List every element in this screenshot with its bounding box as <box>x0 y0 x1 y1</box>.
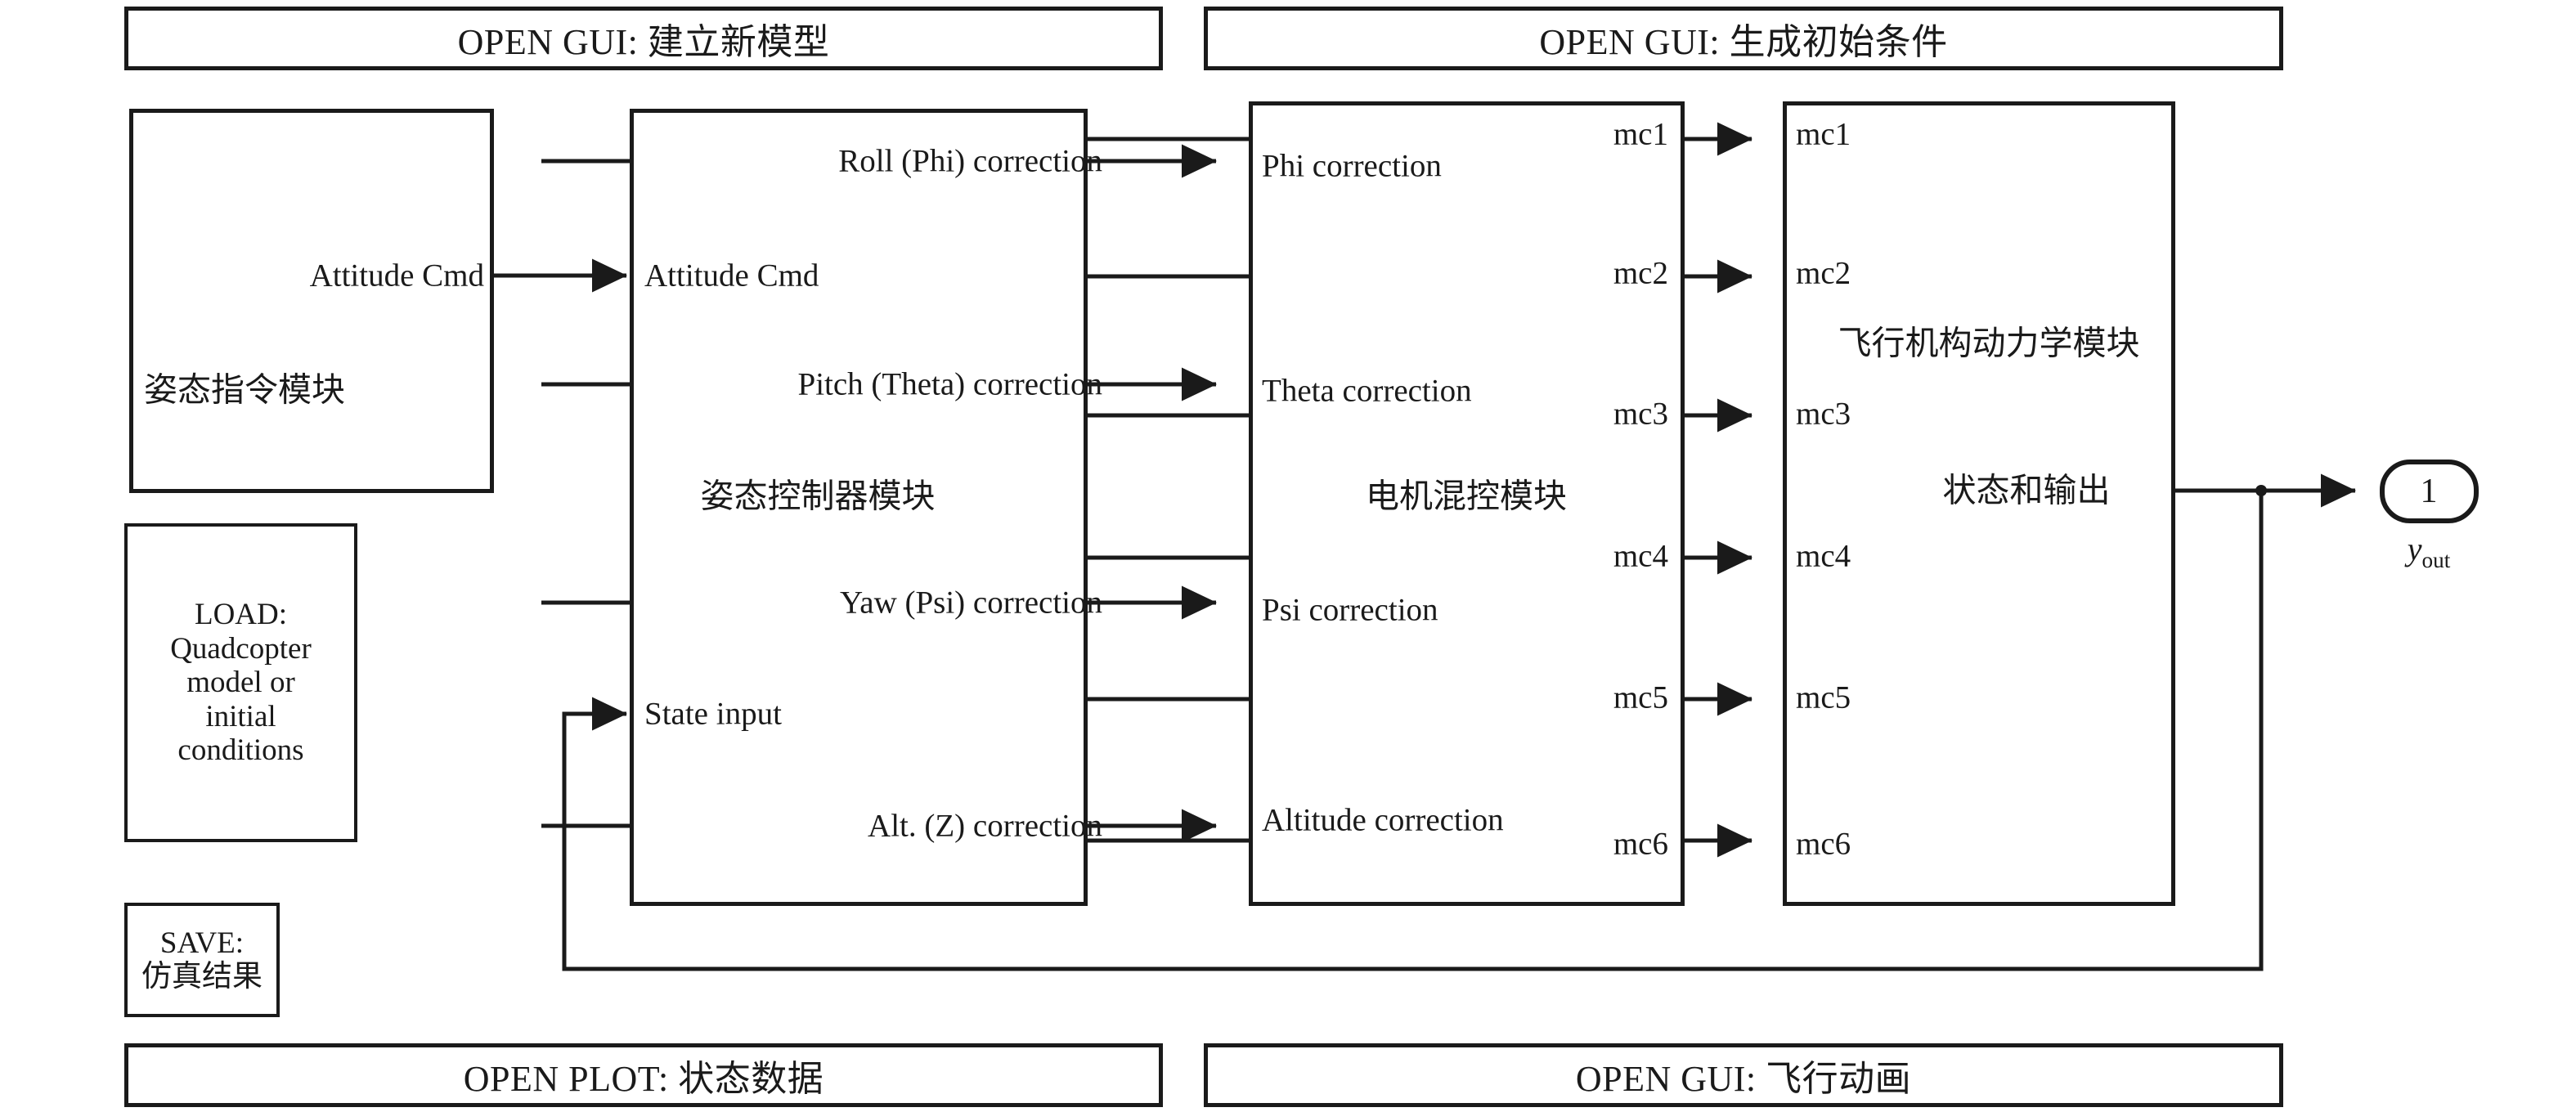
output-port-label-subscript: out <box>2421 548 2451 572</box>
port-label-mixer-out-mc1: mc1 <box>1613 116 1668 152</box>
port-label-dyn-in-mc6: mc6 <box>1796 826 1851 862</box>
output-port-number: 1 <box>2420 473 2438 510</box>
output-port-shape <box>2380 460 2479 523</box>
block-motor-mixer-name: 电机混控模块 <box>1366 477 1567 515</box>
banner-open-gui-initial-conditions[interactable]: OPEN GUI: 生成初始条件 <box>1204 7 2283 70</box>
block-attitude-command-name: 姿态指令模块 <box>144 370 345 409</box>
port-label-mixer-psi-correction: Psi correction <box>1262 592 1438 628</box>
banner-open-gui-new-model[interactable]: OPEN GUI: 建立新模型 <box>124 7 1163 70</box>
banner-open-plot-state-data-label: OPEN PLOT: 状态数据 <box>463 1059 824 1099</box>
port-label-state-input: State input <box>644 696 782 732</box>
port-label-dyn-in-mc2: mc2 <box>1796 255 1851 291</box>
tagbox-save-label: SAVE: 仿真结果 <box>141 926 263 993</box>
tagbox-load[interactable]: LOAD: Quadcopter model or initial condit… <box>124 523 357 842</box>
block-airframe-dynamics-name: 飞行机构动力学模块 <box>1838 324 2140 362</box>
port-label-mixer-out-mc5: mc5 <box>1613 679 1668 715</box>
port-label-mixer-phi-correction: Phi correction <box>1262 148 1442 184</box>
banner-open-gui-flight-animation-label: OPEN GUI: 飞行动画 <box>1575 1059 1912 1099</box>
banner-open-gui-initial-conditions-label: OPEN GUI: 生成初始条件 <box>1539 22 1948 62</box>
port-label-controller-attitude-cmd-in: Attitude Cmd <box>644 258 819 294</box>
port-label-mixer-out-mc6: mc6 <box>1613 826 1668 862</box>
port-label-roll-phi-correction: Roll (Phi) correction <box>838 143 1102 179</box>
block-airframe-dynamics[interactable] <box>1783 101 2175 906</box>
port-label-mixer-out-mc4: mc4 <box>1613 538 1668 574</box>
block-attitude-command[interactable] <box>129 109 494 493</box>
banner-open-gui-new-model-label: OPEN GUI: 建立新模型 <box>457 22 830 62</box>
port-label-yaw-psi-correction: Yaw (Psi) correction <box>840 585 1102 621</box>
port-label-mixer-altitude-correction: Altitude correction <box>1262 802 1504 838</box>
output-port-label-base: y <box>2407 531 2422 567</box>
tagbox-load-label: LOAD: Quadcopter model or initial condit… <box>170 598 312 768</box>
port-label-mixer-out-mc2: mc2 <box>1613 255 1668 291</box>
banner-open-plot-state-data[interactable]: OPEN PLOT: 状态数据 <box>124 1043 1163 1107</box>
port-label-dyn-in-mc3: mc3 <box>1796 396 1851 432</box>
port-label-mixer-theta-correction: Theta correction <box>1262 373 1472 409</box>
output-port-label: yout <box>2408 530 2451 573</box>
port-label-dyn-in-mc1: mc1 <box>1796 116 1851 152</box>
block-attitude-controller-name: 姿态控制器模块 <box>700 477 936 515</box>
block-airframe-dynamics-output-label: 状态和输出 <box>1942 471 2111 509</box>
port-label-alt-z-correction: Alt. (Z) correction <box>868 808 1102 844</box>
port-label-mixer-out-mc3: mc3 <box>1613 396 1668 432</box>
feedback-junction-dot <box>2255 485 2267 496</box>
port-label-dyn-in-mc5: mc5 <box>1796 679 1851 715</box>
block-motor-mixer[interactable] <box>1249 101 1685 906</box>
port-label-dyn-in-mc4: mc4 <box>1796 538 1851 574</box>
block-attitude-controller[interactable] <box>630 109 1088 906</box>
wire-state-feedback <box>562 491 2264 971</box>
banner-open-gui-flight-animation[interactable]: OPEN GUI: 飞行动画 <box>1204 1043 2283 1107</box>
tagbox-save[interactable]: SAVE: 仿真结果 <box>124 903 280 1017</box>
port-label-pitch-theta-correction: Pitch (Theta) correction <box>797 366 1103 402</box>
port-label-attitude-cmd-out: Attitude Cmd <box>309 258 484 294</box>
